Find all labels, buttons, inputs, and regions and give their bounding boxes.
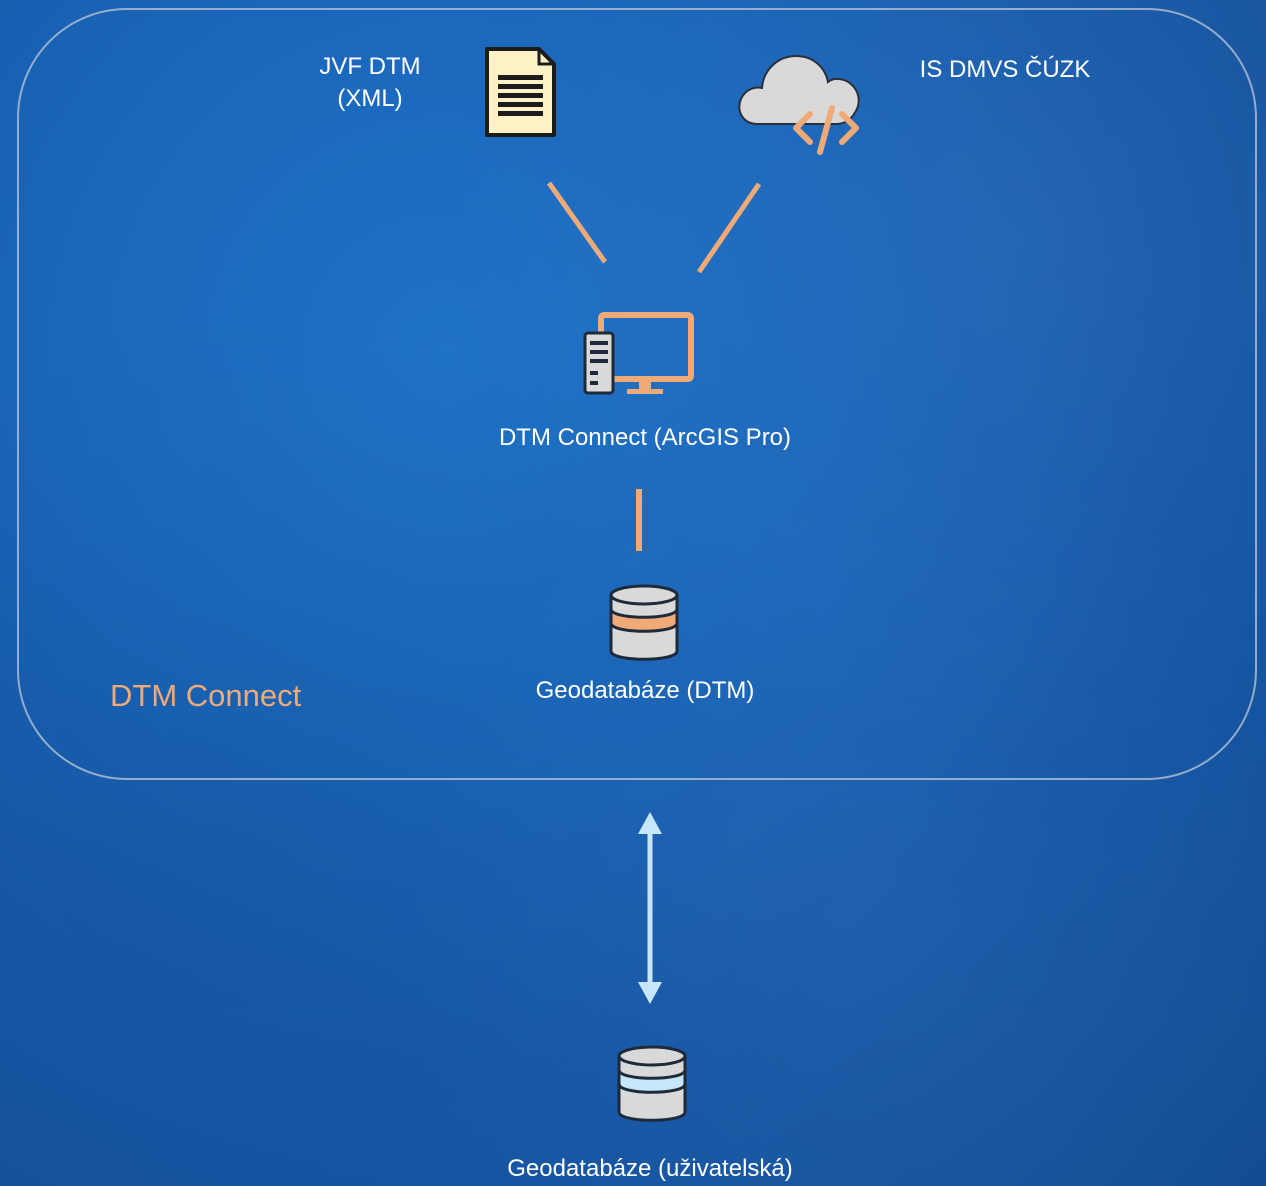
document-icon (485, 47, 556, 137)
is-dmvs-label: IS DMVS ČÚZK (919, 56, 1091, 83)
geodatabase-dtm-label: Geodatabáze (DTM) (535, 677, 755, 704)
database-icon (609, 584, 679, 661)
geodatabase-user-label: Geodatabáze (uživatelská) (507, 1155, 793, 1182)
dtm-connect-client-label: DTM Connect (ArcGIS Pro) (498, 424, 792, 451)
arrow-head-up (638, 812, 662, 834)
database-user-icon (617, 1045, 687, 1122)
jvf-dtm-label-line2: (XML) (337, 85, 403, 112)
desktop-computer-icon (583, 312, 694, 395)
group-title: DTM Connect (110, 678, 302, 713)
jvf-dtm-label-line1: JVF DTM (319, 53, 421, 80)
double-arrow-sync (638, 812, 662, 1004)
connector-isdmvs-to-client (696, 182, 762, 274)
dtm-connect-group-box (17, 8, 1257, 780)
cloud-code-icon (738, 54, 860, 155)
connector-jvf-to-client (546, 181, 608, 264)
arrow-head-down (638, 982, 662, 1004)
jvf-dtm-label: JVF DTM (XML) (290, 51, 450, 115)
